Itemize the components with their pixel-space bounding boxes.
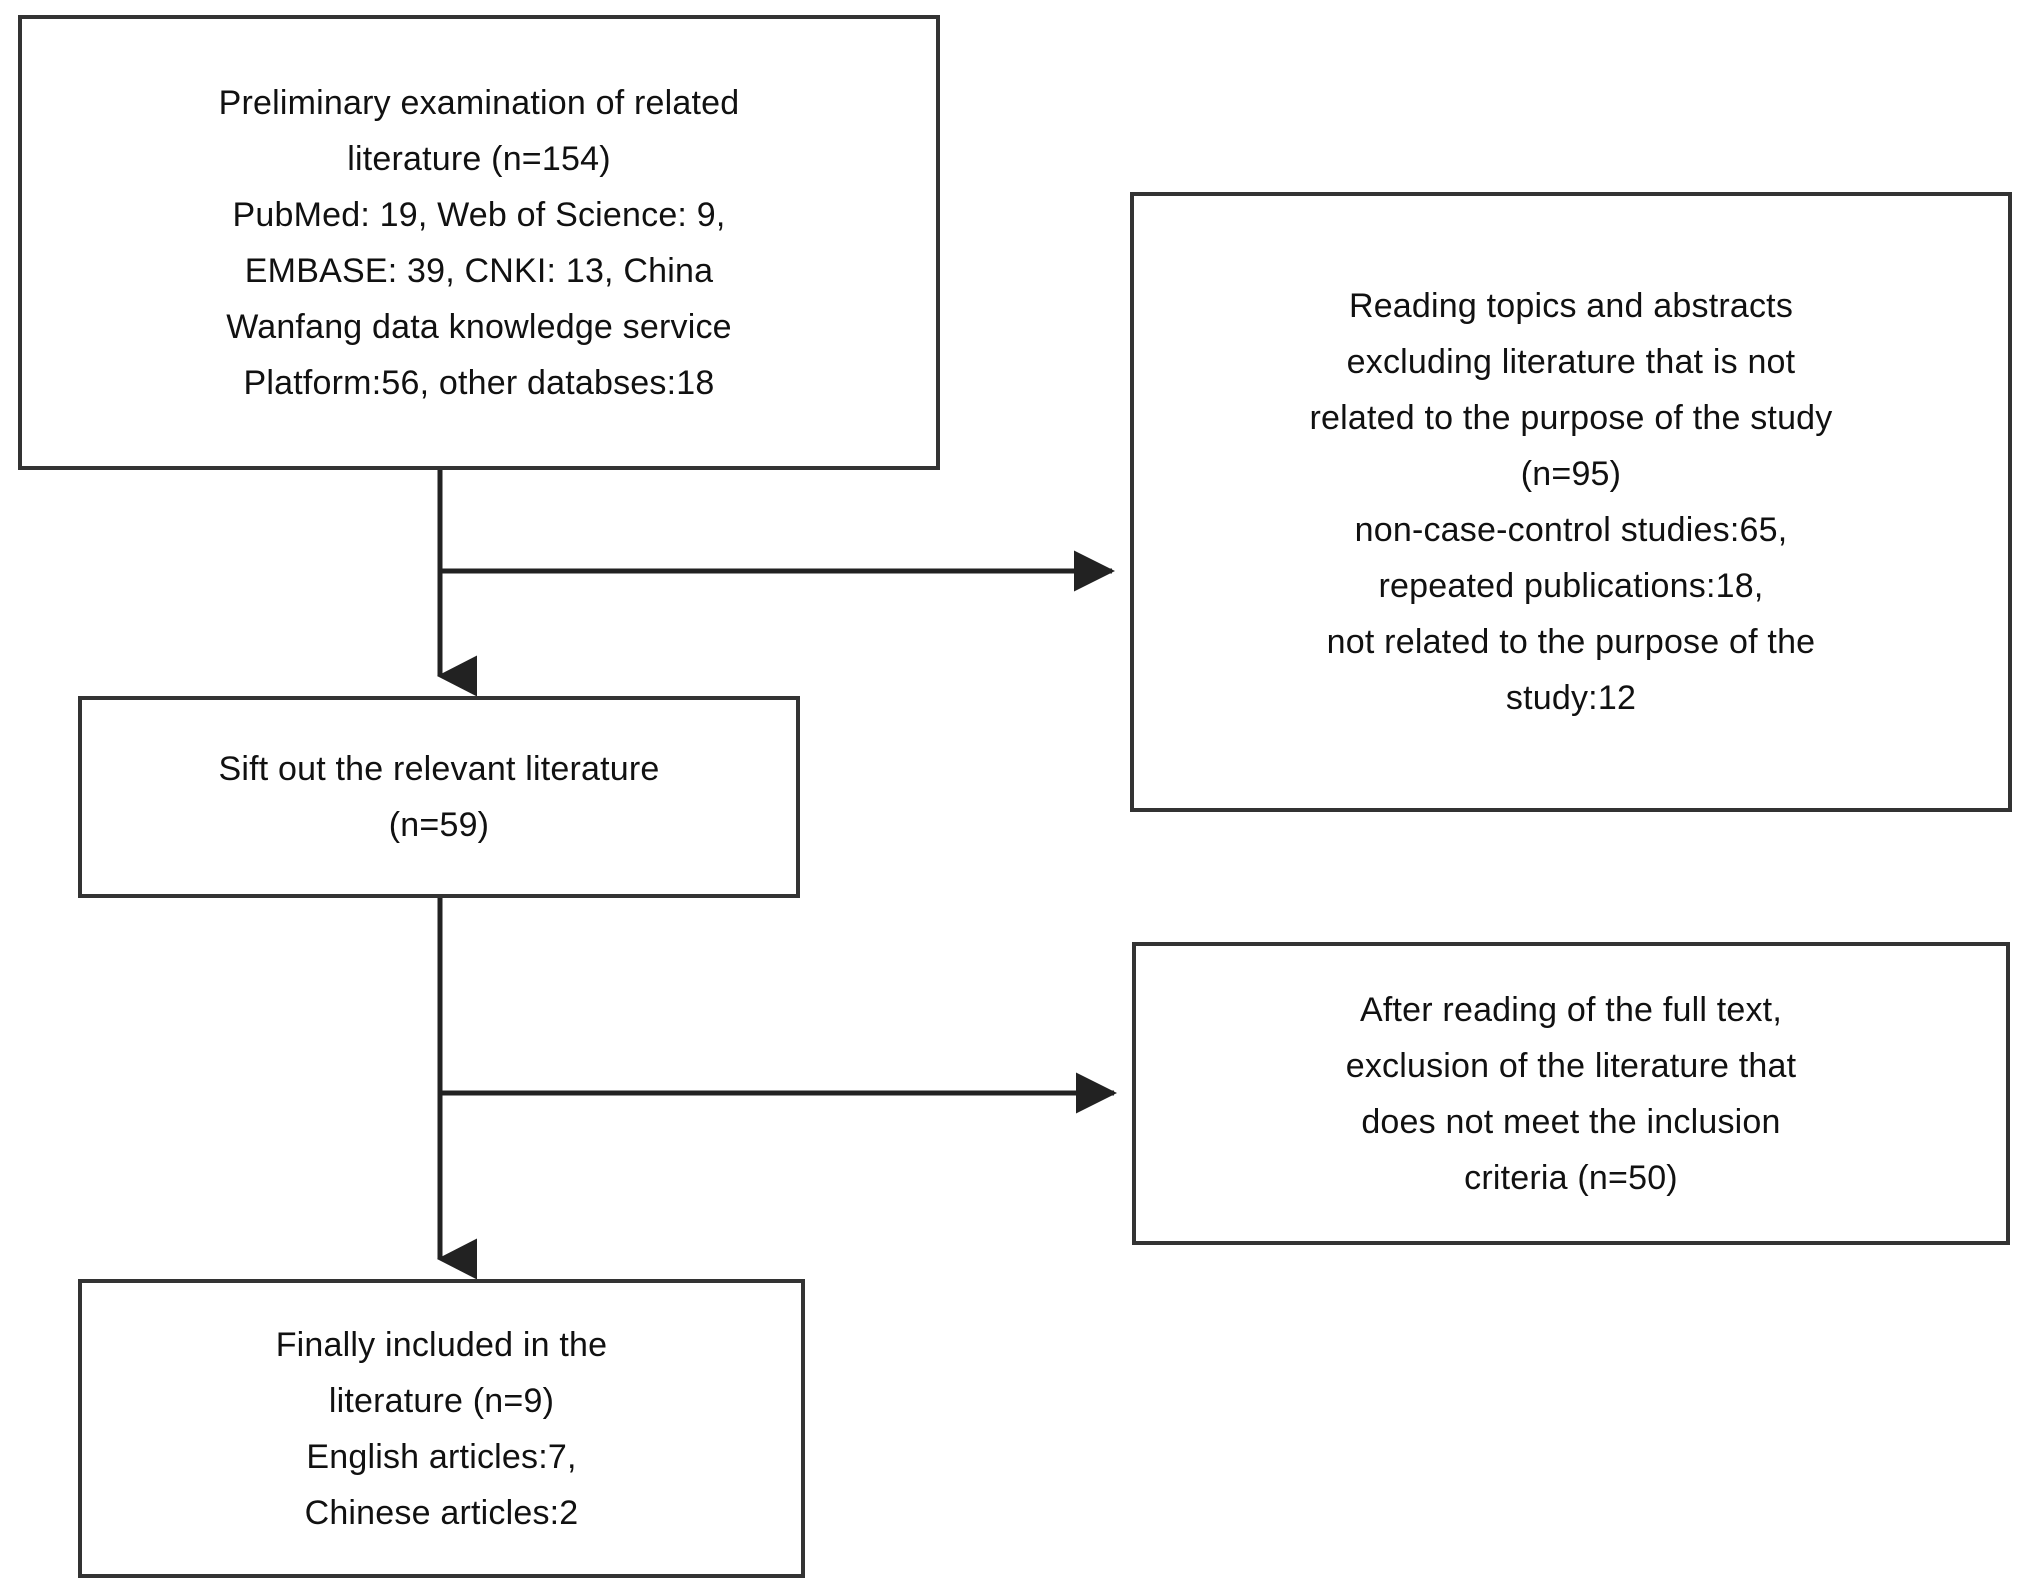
text-line: study:12 <box>1505 679 1637 717</box>
text-line: non-case-control studies:65, <box>1354 511 1788 549</box>
box-initial-records-text: Preliminary examination of related liter… <box>219 75 740 411</box>
text-line: PubMed: 19, Web of Science: 9, <box>232 195 726 234</box>
text-line: literature (n=9) <box>328 1381 555 1420</box>
text-line: Preliminary examination of related <box>218 83 740 122</box>
text-line: Finally included in the <box>275 1325 608 1364</box>
box-included-studies-text: Finally included in the literature (n=9)… <box>276 1317 608 1541</box>
text-line: repeated publications:18, <box>1378 567 1764 605</box>
text-line: Wanfang data knowledge service <box>226 307 732 346</box>
text-line: criteria (n=50) <box>1464 1158 1678 1197</box>
text-line: Reading topics and abstracts <box>1348 287 1794 325</box>
box-included-studies: Finally included in the literature (n=9)… <box>78 1279 805 1578</box>
text-line: exclusion of the literature that <box>1345 1046 1797 1085</box>
text-line: After reading of the full text, <box>1359 990 1782 1029</box>
text-line: excluding literature that is not <box>1346 343 1796 381</box>
box-title-abstract-exclusion: Reading topics and abstracts excluding l… <box>1130 192 2012 812</box>
text-line: (n=59) <box>388 806 490 844</box>
text-line: English articles:7, <box>306 1437 577 1476</box>
box-title-abstract-exclusion-text: Reading topics and abstracts excluding l… <box>1309 278 1832 726</box>
text-line: Chinese articles:2 <box>304 1493 579 1532</box>
box-fulltext-exclusion: After reading of the full text, exclusio… <box>1132 942 2010 1245</box>
text-line: does not meet the inclusion <box>1361 1102 1781 1141</box>
box-screened-records-text: Sift out the relevant literature (n=59) <box>218 741 659 853</box>
text-line: literature (n=154) <box>347 139 611 178</box>
text-line: not related to the purpose of the <box>1326 623 1816 661</box>
text-line: Platform:56, other databses:18 <box>243 363 715 402</box>
text-line: EMBASE: 39, CNKI: 13, China <box>244 251 714 290</box>
box-fulltext-exclusion-text: After reading of the full text, exclusio… <box>1346 982 1797 1206</box>
text-line: Sift out the relevant literature <box>218 750 660 788</box>
box-initial-records: Preliminary examination of related liter… <box>18 15 940 470</box>
box-screened-records: Sift out the relevant literature (n=59) <box>78 696 800 898</box>
text-line: related to the purpose of the study <box>1309 399 1833 437</box>
text-line: (n=95) <box>1520 455 1622 493</box>
